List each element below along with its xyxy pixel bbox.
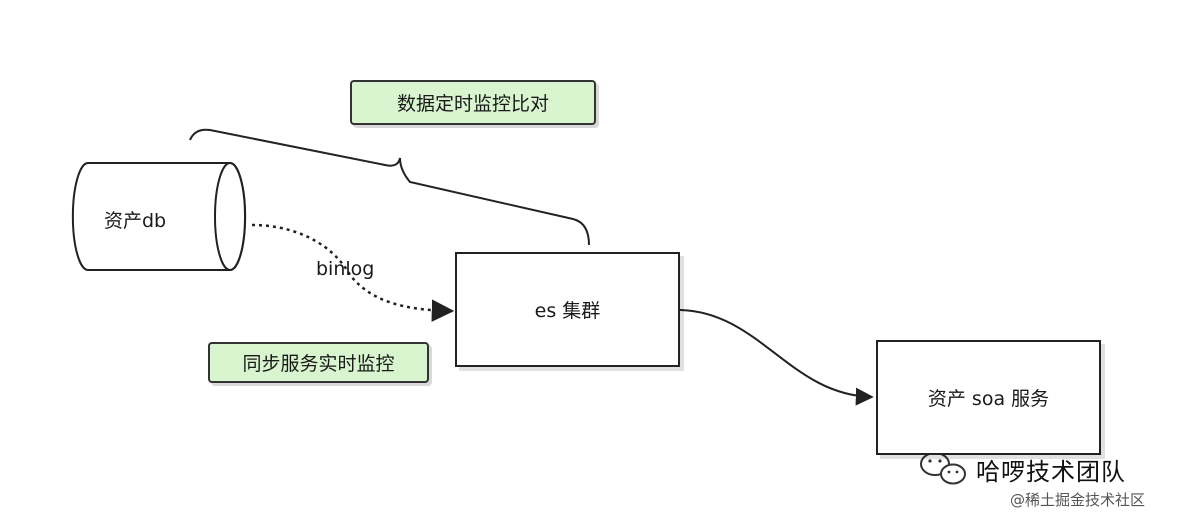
es-cluster-node: es 集群 [455, 252, 680, 367]
watermark-team-name: 哈啰技术团队 [976, 458, 1126, 486]
soa-service-node: 资产 soa 服务 [876, 340, 1101, 455]
compare-monitor-text: 数据定时监控比对 [396, 93, 549, 115]
db-node-label: 资产db [104, 210, 167, 232]
sync-monitor-text: 同步服务实时监控 [242, 353, 395, 375]
soa-service-label: 资产 soa 服务 [927, 388, 1050, 410]
sync-monitor-note: 同步服务实时监控 [208, 342, 429, 383]
compare-brace [189, 128, 590, 246]
wechat-logo-icon [920, 452, 966, 485]
compare-monitor-note: 数据定时监控比对 [350, 80, 596, 125]
es-cluster-label: es 集群 [534, 300, 601, 322]
es-to-soa-edge [679, 309, 874, 406]
binlog-edge [251, 223, 455, 322]
binlog-label: binlog [316, 258, 375, 280]
database-cylinder [71, 162, 247, 271]
watermark-site: @稀土掘金技术社区 [1010, 491, 1146, 509]
